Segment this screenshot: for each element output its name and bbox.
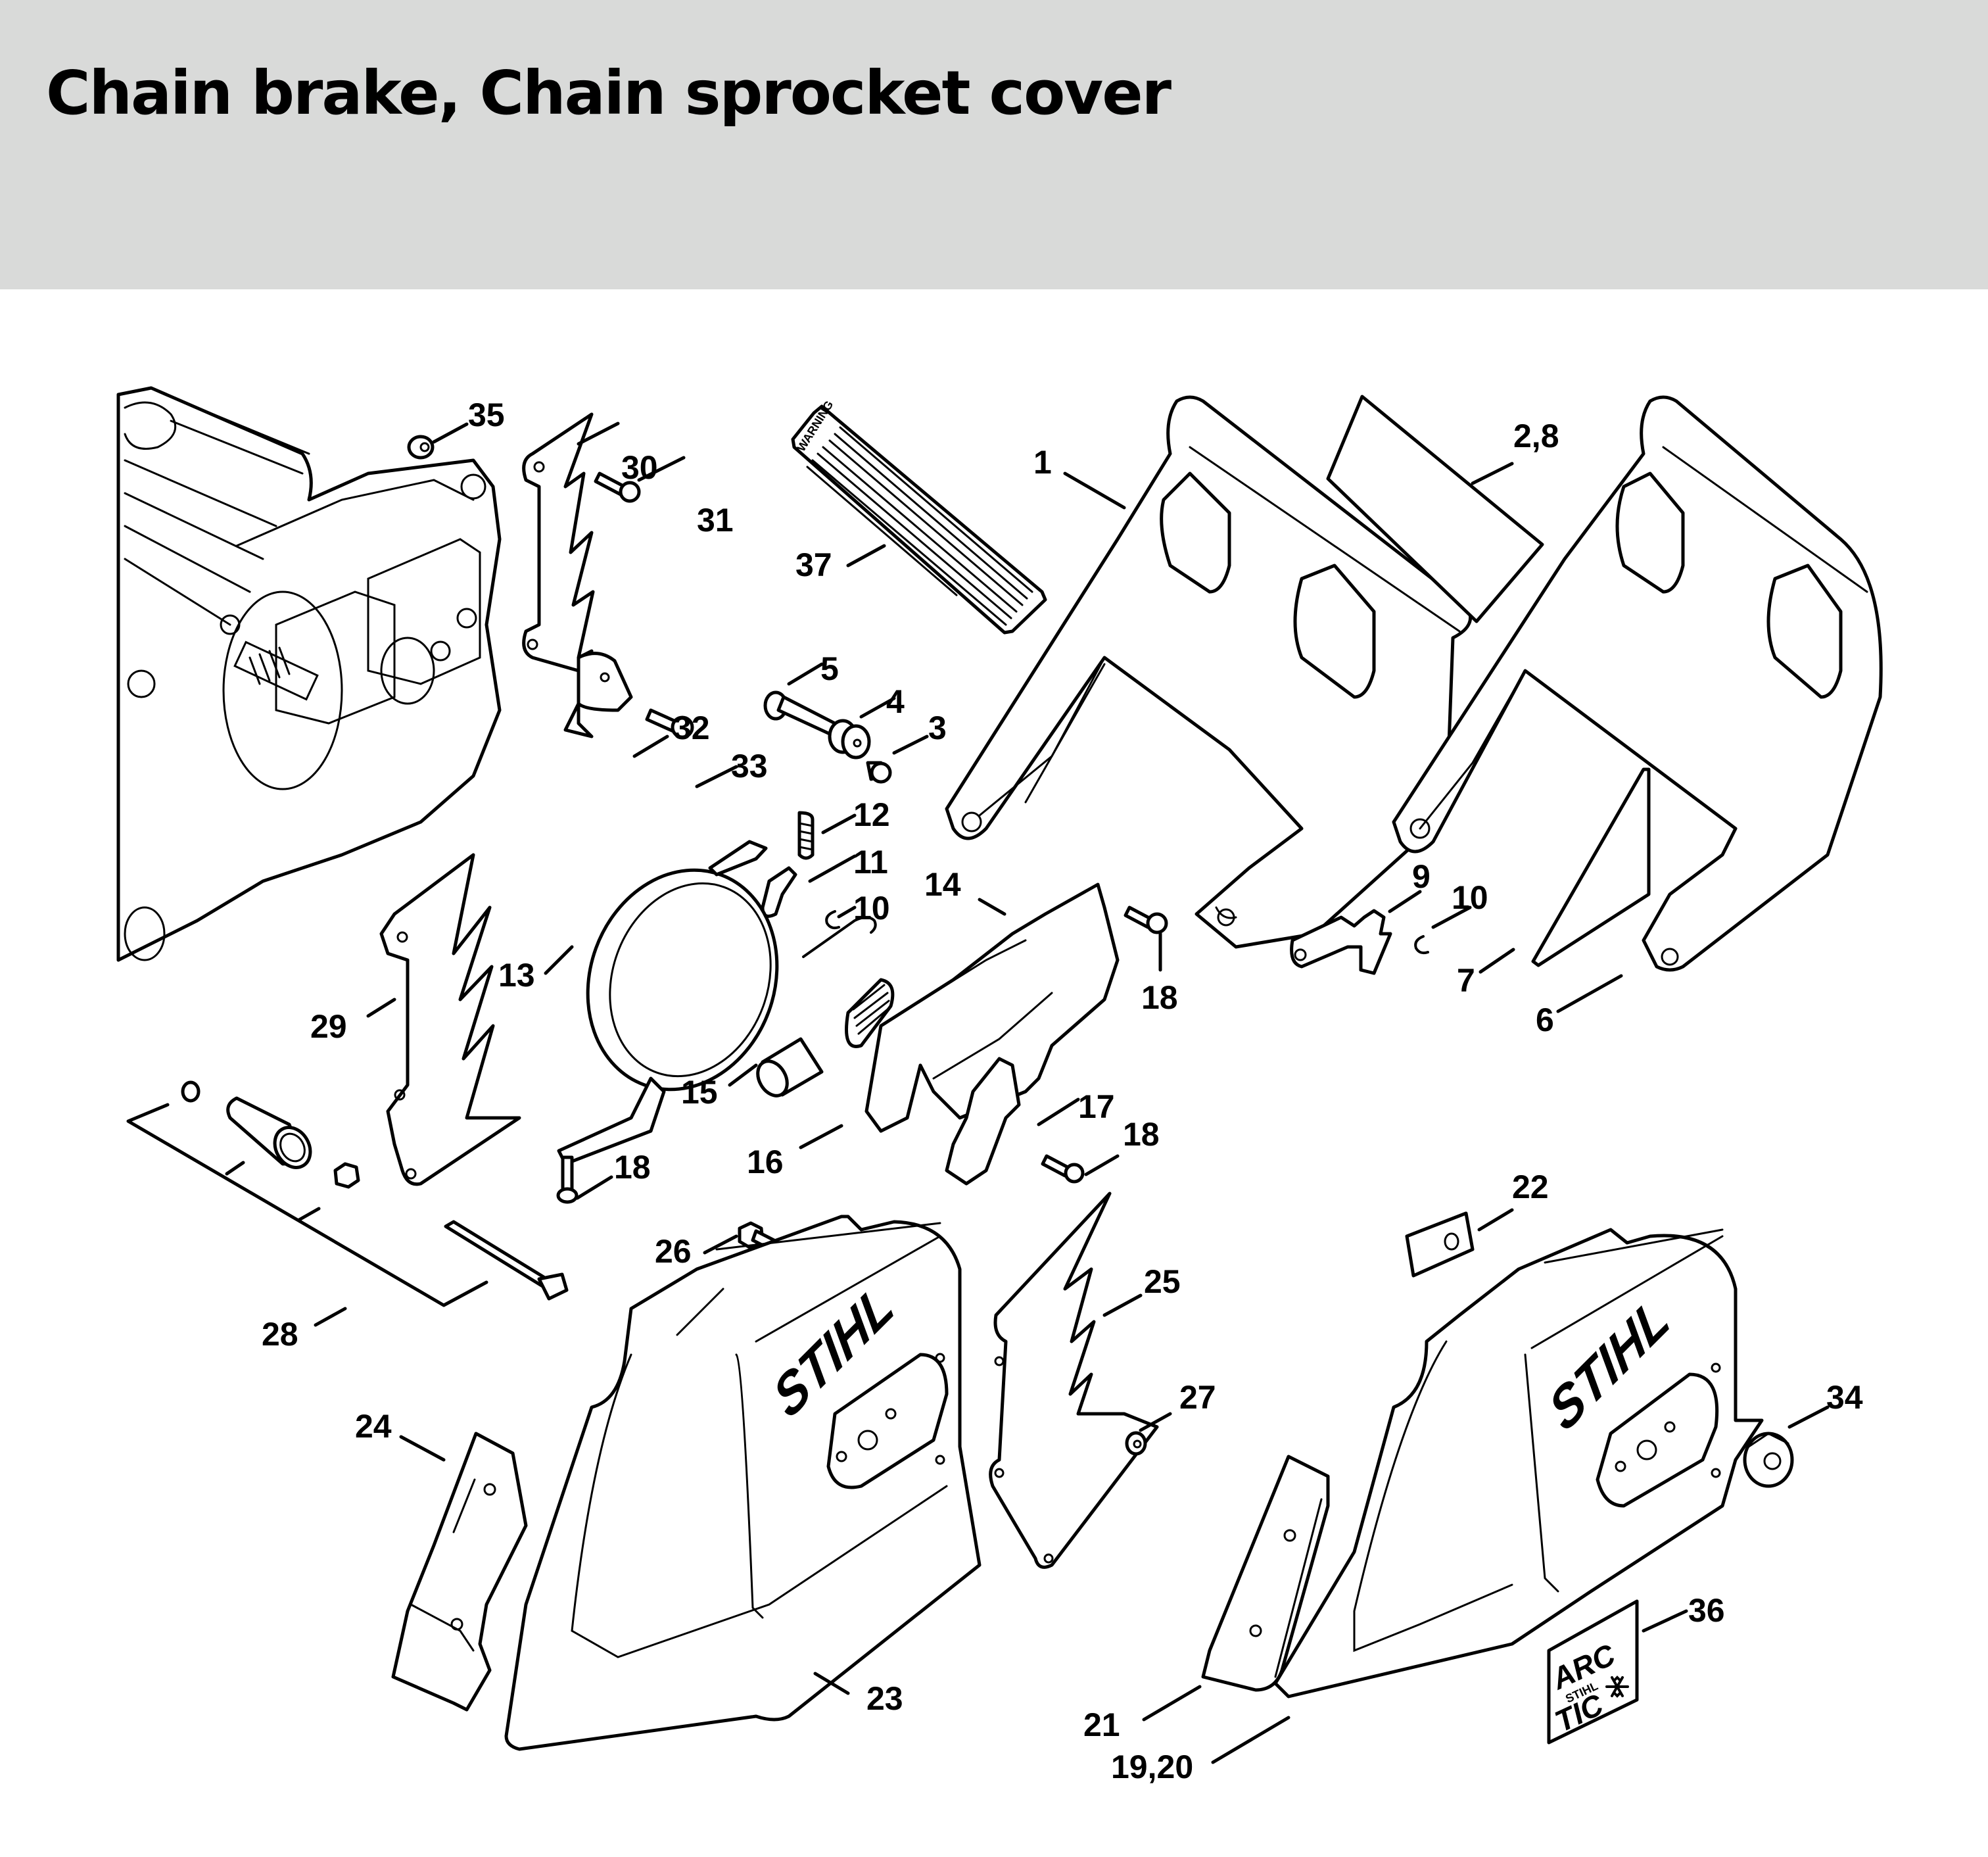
- part-18-screw-left[interactable]: [556, 1155, 579, 1204]
- part-28-assembly[interactable]: [126, 1080, 569, 1307]
- callout-25[interactable]: 25: [1144, 1263, 1181, 1300]
- callout-35[interactable]: 35: [468, 397, 505, 433]
- part-28-clip: [181, 1080, 201, 1103]
- callout-34[interactable]: 34: [1826, 1379, 1863, 1416]
- part-6-hand-guard[interactable]: [1392, 395, 1883, 972]
- part-5-screw[interactable]: [763, 690, 837, 736]
- callout-13[interactable]: 13: [498, 957, 535, 994]
- part-9-lever[interactable]: [1290, 909, 1392, 975]
- callout-labels: 35 30 31 37 1 2,8 5 4 3 32 33 12 11 10 1…: [262, 397, 1863, 1785]
- callout-29[interactable]: 29: [310, 1008, 347, 1045]
- part-12-spring[interactable]: [797, 811, 815, 860]
- callout-28[interactable]: 28: [262, 1316, 298, 1353]
- part-10-e-clip-left[interactable]: [825, 910, 840, 930]
- callout-18-left[interactable]: 18: [614, 1149, 651, 1186]
- parts-diagram: WARNING: [116, 386, 1883, 1785]
- callout-23[interactable]: 23: [866, 1680, 903, 1717]
- callout-5[interactable]: 5: [820, 650, 839, 687]
- page-header: Chain brake, Chain sprocket cover: [0, 0, 1988, 289]
- part-19-20-sprocket-cover[interactable]: STIHL: [1273, 1228, 1764, 1699]
- callout-15[interactable]: 15: [681, 1074, 718, 1111]
- part-37-warning-label[interactable]: WARNING: [791, 398, 1047, 635]
- engine-housing: [116, 386, 502, 962]
- callout-36[interactable]: 36: [1688, 1592, 1725, 1629]
- part-14-tension-spring[interactable]: [845, 978, 895, 1048]
- callout-24[interactable]: 24: [355, 1408, 392, 1445]
- callout-30[interactable]: 30: [621, 449, 658, 486]
- part-18-screw-top[interactable]: [1124, 905, 1168, 934]
- callout-6[interactable]: 6: [1536, 1001, 1554, 1038]
- leader-lines: [314, 422, 1830, 1764]
- part-29-spike-bar[interactable]: [379, 853, 521, 1186]
- callout-4[interactable]: 4: [886, 683, 905, 720]
- part-32-bracket[interactable]: [563, 652, 633, 738]
- part-35-nut[interactable]: [407, 435, 435, 460]
- part-23-sprocket-cover[interactable]: STIHL: [504, 1215, 982, 1751]
- part-28-bolt: [444, 1220, 554, 1292]
- part-7-plate[interactable]: [1531, 767, 1651, 967]
- callout-19-20[interactable]: 19,20: [1111, 1748, 1193, 1785]
- callout-33[interactable]: 33: [731, 748, 768, 784]
- part-24-insert[interactable]: [391, 1432, 528, 1712]
- part-30-spike-bar[interactable]: [522, 412, 595, 673]
- part-1-hand-guard[interactable]: [945, 395, 1473, 949]
- part-25-spike-bar[interactable]: [989, 1192, 1159, 1569]
- callout-17[interactable]: 17: [1078, 1088, 1115, 1125]
- part-16-brake-lever[interactable]: [864, 882, 1120, 1133]
- part-33-screw[interactable]: [645, 708, 694, 739]
- part-2-8-label[interactable]: [1326, 395, 1544, 623]
- callout-12[interactable]: 12: [853, 796, 890, 833]
- callout-1[interactable]: 1: [1033, 444, 1052, 481]
- callout-9[interactable]: 9: [1412, 858, 1431, 895]
- callout-37[interactable]: 37: [795, 546, 832, 583]
- part-36-arctic-label[interactable]: ARC STIHL TIC: [1546, 1599, 1639, 1745]
- callout-16[interactable]: 16: [747, 1144, 784, 1180]
- part-22-clip[interactable]: [1405, 1211, 1475, 1278]
- callout-32[interactable]: 32: [673, 710, 710, 746]
- callout-14[interactable]: 14: [924, 866, 961, 903]
- part-15-sleeve[interactable]: [752, 1037, 824, 1101]
- page-title: Chain brake, Chain sprocket cover: [46, 58, 1172, 128]
- part-21-insert[interactable]: [1201, 1455, 1330, 1692]
- callout-21[interactable]: 21: [1083, 1706, 1120, 1743]
- part-28-nut: [333, 1162, 360, 1189]
- callout-10-left[interactable]: 10: [853, 890, 890, 927]
- part-4-buffer[interactable]: [828, 719, 871, 760]
- callout-2-8[interactable]: 2,8: [1513, 418, 1559, 454]
- part-17-lever-insert[interactable]: [945, 1057, 1021, 1186]
- callout-11[interactable]: 11: [853, 844, 888, 880]
- part-10-e-clip-right[interactable]: [1414, 935, 1429, 955]
- part-18-screw-right[interactable]: [1041, 1154, 1085, 1184]
- part-3-sleeve[interactable]: [866, 761, 892, 784]
- callout-22[interactable]: 22: [1512, 1169, 1549, 1205]
- callout-27[interactable]: 27: [1179, 1379, 1216, 1416]
- part-11-pawl[interactable]: [761, 866, 797, 918]
- part-14-wire-spring[interactable]: [802, 916, 877, 958]
- part-31-screw[interactable]: [594, 471, 641, 503]
- part-13-brake-band[interactable]: [557, 840, 807, 1166]
- snowflake-icon: [1605, 1676, 1629, 1698]
- callout-7[interactable]: 7: [1457, 962, 1475, 999]
- part-34-nut[interactable]: [1743, 1432, 1794, 1488]
- callout-18-right[interactable]: 18: [1123, 1116, 1160, 1153]
- callout-31[interactable]: 31: [697, 502, 734, 539]
- callout-18-top[interactable]: 18: [1141, 979, 1178, 1016]
- callout-10-right[interactable]: 10: [1452, 879, 1488, 916]
- callout-3[interactable]: 3: [928, 710, 947, 746]
- part-27-nut[interactable]: [1125, 1431, 1147, 1456]
- callout-26[interactable]: 26: [655, 1233, 692, 1270]
